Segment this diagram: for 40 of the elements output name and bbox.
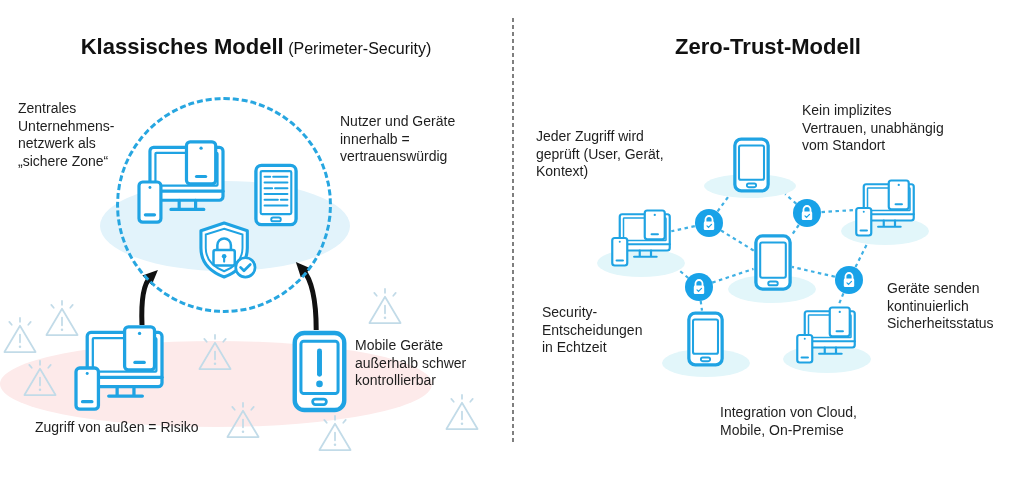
dashed-connector xyxy=(678,269,689,279)
lock-icon xyxy=(685,273,713,301)
lock-icon xyxy=(835,266,863,294)
section-heading: Klassisches Modell (Perimeter-Security) xyxy=(80,34,432,61)
lock-icon xyxy=(695,209,723,237)
caption-text: Nutzer und Geräte innerhalb = vertrauenswürdig xyxy=(340,113,457,166)
smartphone-icon xyxy=(662,311,750,377)
devices-icon xyxy=(597,209,685,277)
annotation-text: Security- Entscheidungen in Echtzeit xyxy=(542,304,644,357)
annotation-text: Geräte senden kontinuierlich Sicherheitsstatus xyxy=(887,280,995,333)
caption-text: Zugriff von außen = Risiko xyxy=(35,419,199,437)
smartphone-icon xyxy=(704,137,796,198)
shield-lock-icon xyxy=(198,220,257,279)
dashed-connector xyxy=(784,193,798,205)
caption-text: Zentrales Unternehmens- netzwerk als „sichere Zone“ xyxy=(18,100,116,170)
devices-icon xyxy=(73,325,165,411)
devices-icon xyxy=(783,306,871,373)
dashed-connector xyxy=(716,196,730,212)
dashed-connector xyxy=(791,224,800,236)
dashed-connector xyxy=(821,208,855,214)
perimeter-circle xyxy=(116,97,332,313)
dashed-connector xyxy=(711,267,754,284)
annotation-text: Jeder Zugriff wird geprüft (User, Gerät, Kontext) xyxy=(536,128,665,181)
dashed-connector xyxy=(699,300,704,311)
annotation-text: Kein implizites Vertrauen, unabhängig vom Standort xyxy=(802,102,945,155)
devices-icon xyxy=(136,139,225,224)
section-heading: Zero-Trust-Modell xyxy=(675,34,861,60)
devices-icon xyxy=(841,179,929,245)
dashed-connector xyxy=(791,265,836,278)
curved-arrow xyxy=(296,261,319,331)
tablet-icon xyxy=(253,162,298,227)
dashed-connector xyxy=(854,243,868,268)
dashed-connector xyxy=(671,225,696,233)
annotation-text: Integration von Cloud, Mobile, On-Premise xyxy=(720,404,858,439)
dashed-connector xyxy=(720,229,755,252)
curved-arrow xyxy=(139,269,158,326)
caption-text: Mobile Geräte außerhalb schwer kontrollierbar xyxy=(355,337,468,390)
smartphone-icon xyxy=(728,234,816,303)
phone-warning-icon xyxy=(292,330,347,413)
lock-icon xyxy=(793,199,821,227)
